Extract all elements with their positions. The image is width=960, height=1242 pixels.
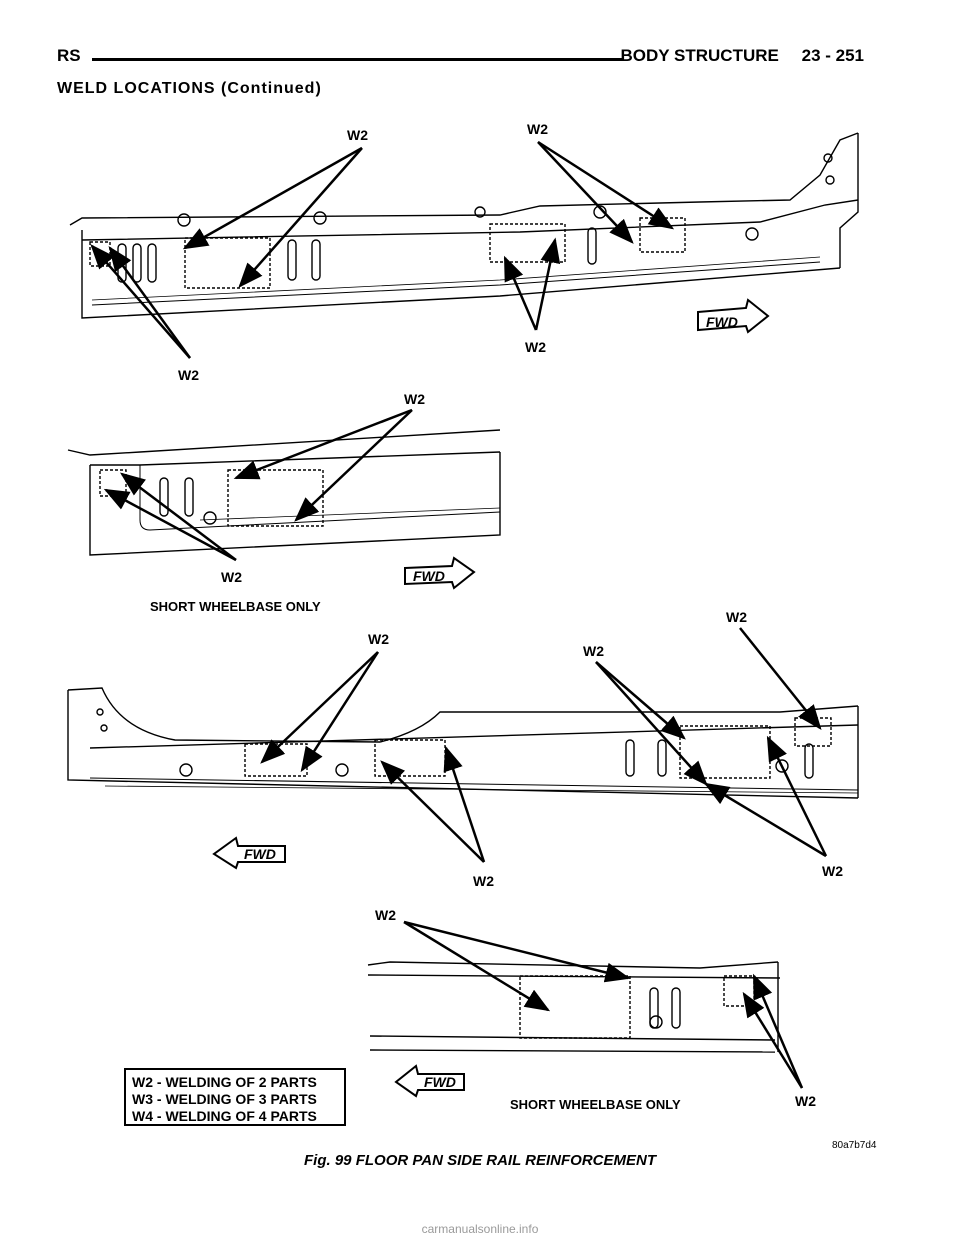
- weld-labels: W2 W2 W2 W2 W2 W2 W2 W2 W2 W2 W2 W2 W2: [178, 121, 843, 1109]
- short-wheelbase-note-2: SHORT WHEELBASE ONLY: [510, 1097, 681, 1112]
- header-left: RS: [57, 46, 81, 65]
- header-section-title: BODY STRUCTURE: [620, 46, 779, 65]
- w2-label: W2: [473, 873, 494, 889]
- fwd-label-2: FWD: [413, 568, 445, 584]
- fwd-label-4: FWD: [424, 1074, 456, 1090]
- w2-label: W2: [527, 121, 548, 137]
- watermark: carmanualsonline.info: [421, 1222, 539, 1236]
- w2-label: W2: [822, 863, 843, 879]
- header-page-number: 23 - 251: [801, 46, 864, 65]
- w2-label: W2: [347, 127, 368, 143]
- w2-label: W2: [583, 643, 604, 659]
- figure-code: 80a7b7d4: [832, 1140, 877, 1151]
- legend-item: W3 - WELDING OF 3 PARTS: [132, 1091, 317, 1107]
- w2-label: W2: [795, 1093, 816, 1109]
- legend-item: W2 - WELDING OF 2 PARTS: [132, 1074, 317, 1090]
- weld-legend: W2 - WELDING OF 2 PARTS W3 - WELDING OF …: [124, 1068, 346, 1126]
- rail-drawing-4: [367, 961, 781, 1053]
- fwd-arrow-4: FWD: [394, 1064, 465, 1098]
- figure-caption: Fig. 99 FLOOR PAN SIDE RAIL REINFORCEMEN…: [304, 1152, 656, 1169]
- legend-item: W4 - WELDING OF 4 PARTS: [132, 1108, 317, 1124]
- rail-drawing-3: [67, 687, 859, 799]
- short-wheelbase-note-1: SHORT WHEELBASE ONLY: [150, 599, 321, 614]
- w2-label: W2: [404, 391, 425, 407]
- fwd-label-3: FWD: [244, 846, 276, 862]
- fwd-label-1: FWD: [706, 314, 738, 330]
- rail-drawing-2: [67, 429, 501, 556]
- w2-label: W2: [368, 631, 389, 647]
- fwd-arrow-2: FWD: [404, 556, 476, 590]
- w2-label: W2: [375, 907, 396, 923]
- w2-label: W2: [221, 569, 242, 585]
- header-rule: [92, 58, 624, 61]
- fwd-arrow-1: FWD: [697, 298, 770, 334]
- header-right: BODY STRUCTURE 23 - 251: [603, 46, 865, 66]
- w2-label: W2: [178, 367, 199, 383]
- fwd-arrow-3: FWD: [212, 836, 286, 870]
- w2-label: W2: [726, 609, 747, 625]
- rail-drawing-1: [69, 132, 859, 319]
- w2-label: W2: [525, 339, 546, 355]
- weld-arrows: [90, 140, 828, 1089]
- section-heading: WELD LOCATIONS (Continued): [57, 80, 322, 97]
